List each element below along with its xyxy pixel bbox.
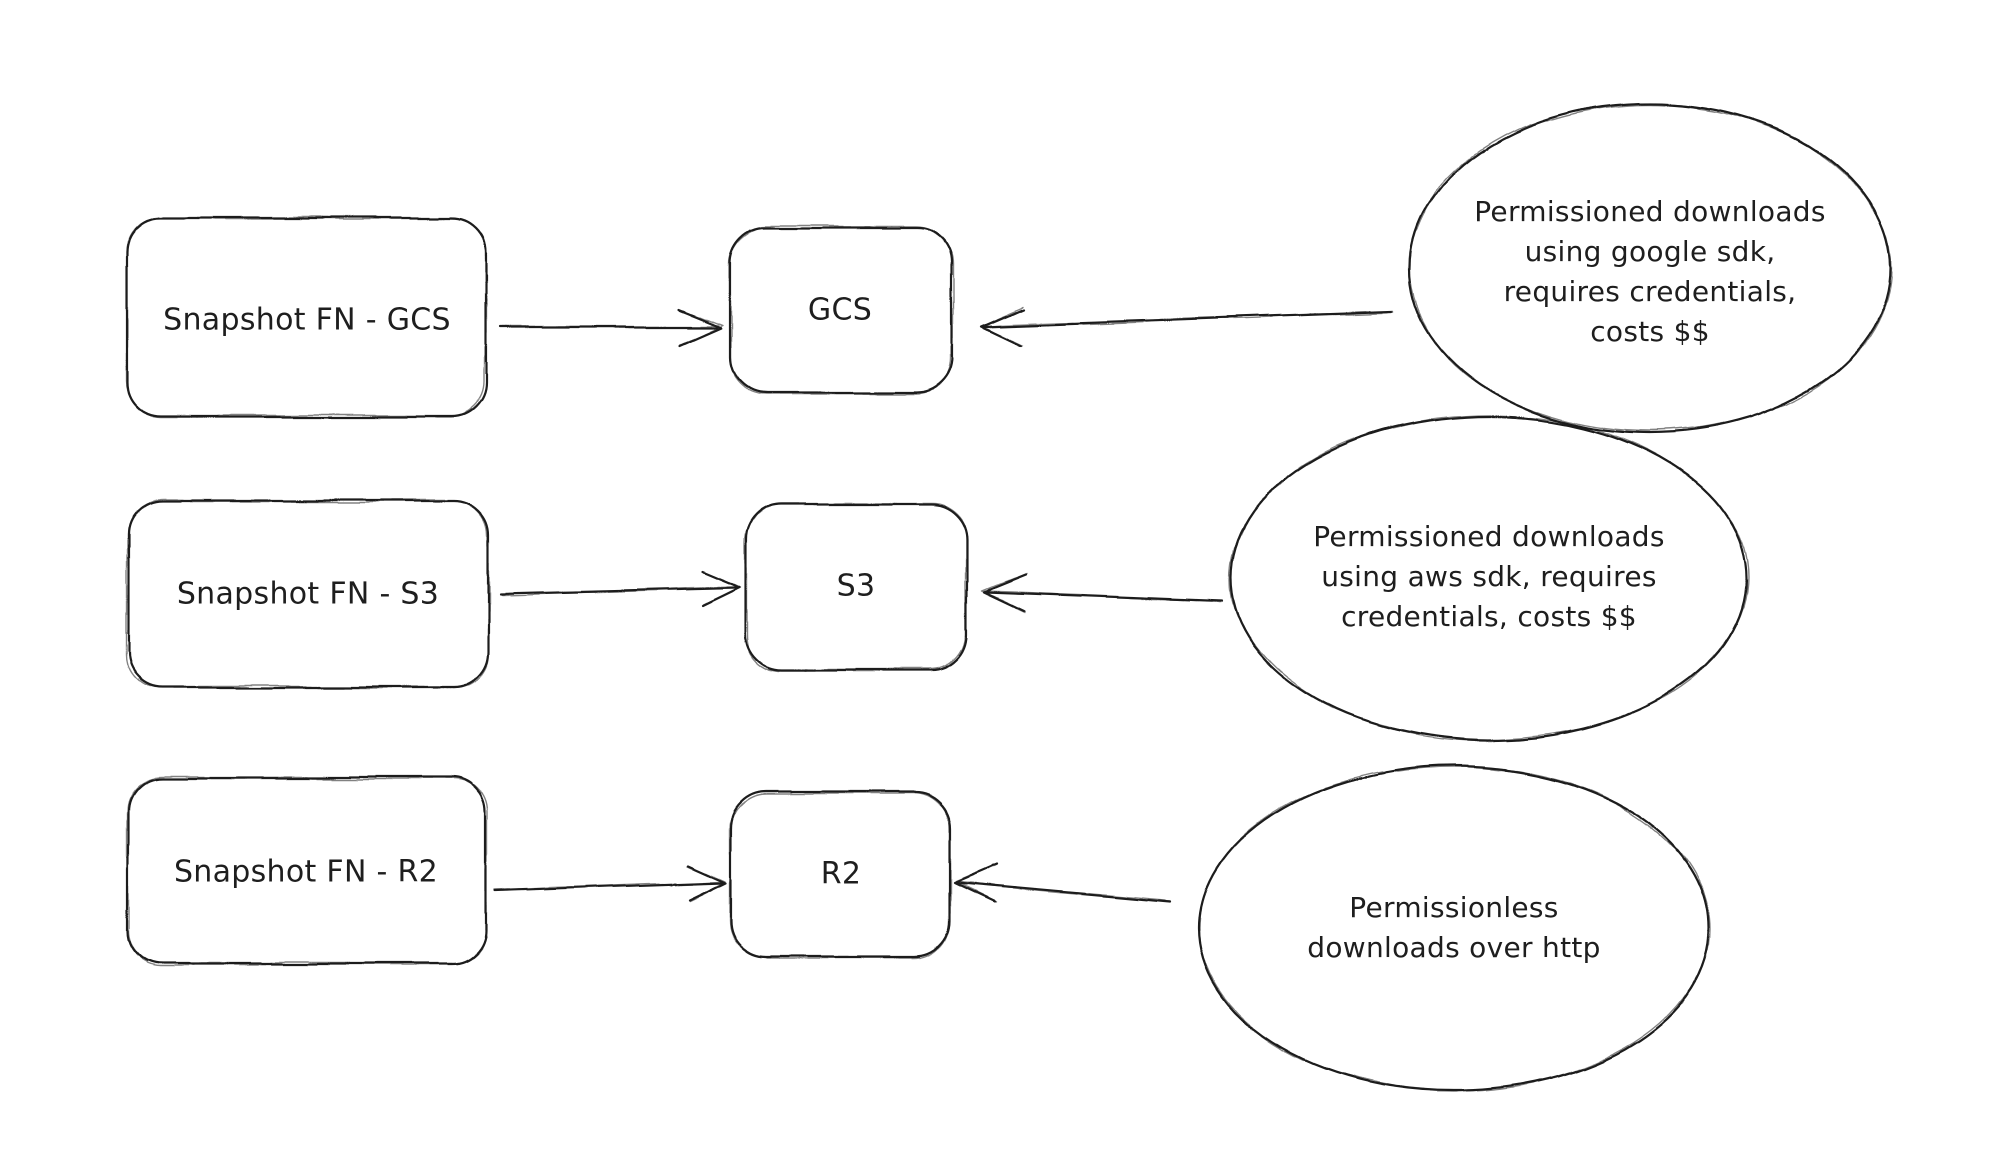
r2-label: R2 <box>820 856 862 892</box>
s3-note-label: Permissioned downloads using aws sdk, re… <box>1313 520 1665 633</box>
snapshot-fn-s3-label: Snapshot FN - S3 <box>176 576 440 612</box>
s3-label: S3 <box>836 568 876 604</box>
gcs-label: GCS <box>807 292 873 328</box>
r2-note-label: Permissionless downloads over http <box>1307 891 1601 964</box>
snapshot-fn-r2-label: Snapshot FN - R2 <box>173 854 439 890</box>
gcs-note-label: Permissioned downloads using google sdk,… <box>1474 195 1826 348</box>
snapshot-fn-gcs-label: Snapshot FN - GCS <box>163 302 451 338</box>
